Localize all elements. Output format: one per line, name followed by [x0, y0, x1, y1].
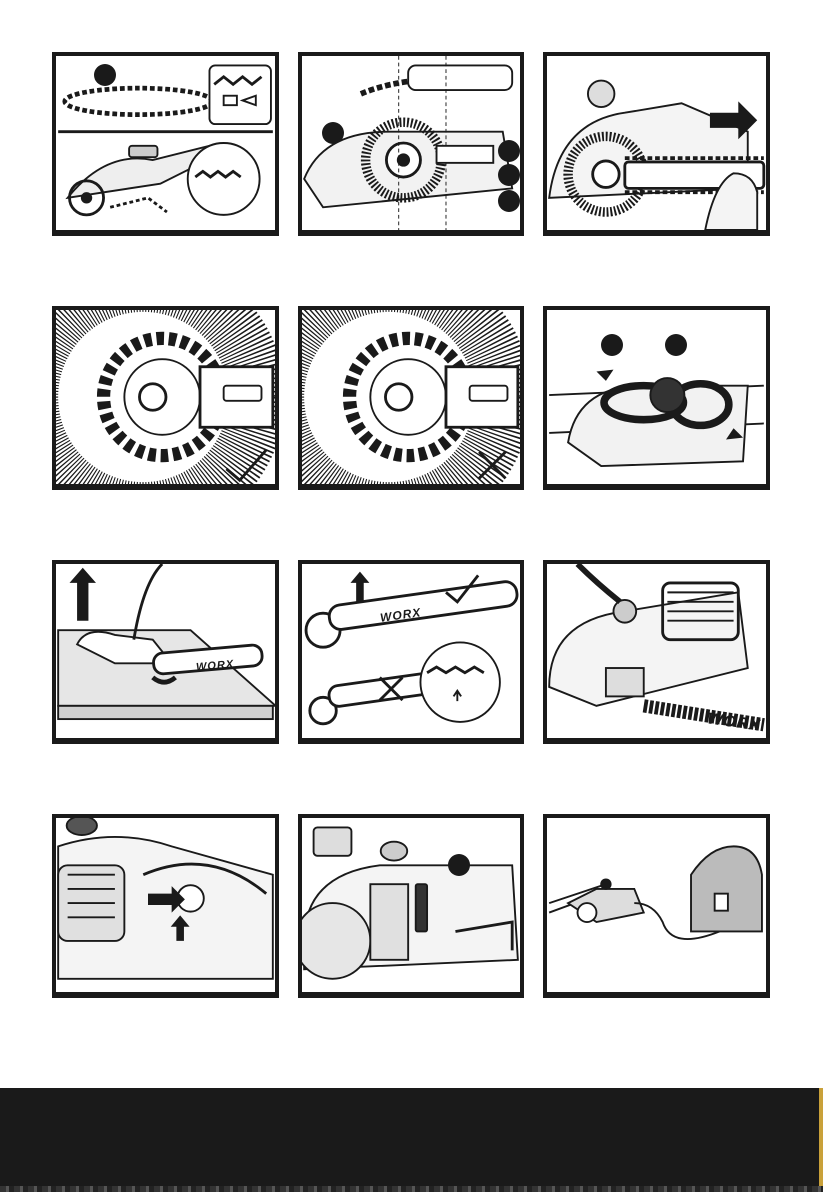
oil-window-illustration [302, 818, 520, 992]
power-connection-illustration [547, 818, 766, 992]
sprocket-incorrect-illustration [302, 310, 520, 484]
figure-6-tension-knob [543, 306, 770, 490]
figure-4-correct-position [52, 306, 279, 490]
tension-knob-illustration [547, 310, 766, 484]
bar-check-illustration [302, 564, 520, 738]
callout-marker [498, 140, 520, 162]
callout-marker [448, 854, 470, 876]
callout-marker [665, 334, 687, 356]
callout-marker [322, 122, 344, 144]
footer-band [0, 1088, 823, 1192]
figure-10-oil-cap [52, 814, 279, 998]
arrow-icon [70, 568, 96, 621]
callout-marker [94, 64, 116, 86]
sprocket-correct-illustration [56, 310, 275, 484]
figure-7-lift-bar-tip: WORX [52, 560, 279, 744]
figure-5-incorrect-position [298, 306, 524, 490]
callout-marker [601, 334, 623, 356]
figure-2-chain-installation [298, 52, 524, 236]
figure-9-tighten-knob: WORX [543, 560, 770, 744]
callout-marker [498, 164, 520, 186]
chain-illustration [56, 56, 275, 230]
lift-bar-illustration [56, 564, 275, 738]
arrow-icon [350, 572, 369, 602]
figure-11-oil-window [298, 814, 524, 998]
figure-1-chain-orientation [52, 52, 279, 236]
bar-pull-illustration [547, 56, 766, 230]
figure-8-bar-position-check: WORX [298, 560, 524, 744]
figure-3-bar-tension [543, 52, 770, 236]
footer-pattern-strip [0, 1186, 823, 1192]
oil-cap-illustration [56, 818, 275, 992]
figure-12-power-connection [543, 814, 770, 998]
tighten-knob-illustration [547, 564, 766, 738]
callout-marker [498, 190, 520, 212]
footer-accent-edge [819, 1088, 823, 1192]
rotate-arrow-icon [596, 370, 613, 381]
